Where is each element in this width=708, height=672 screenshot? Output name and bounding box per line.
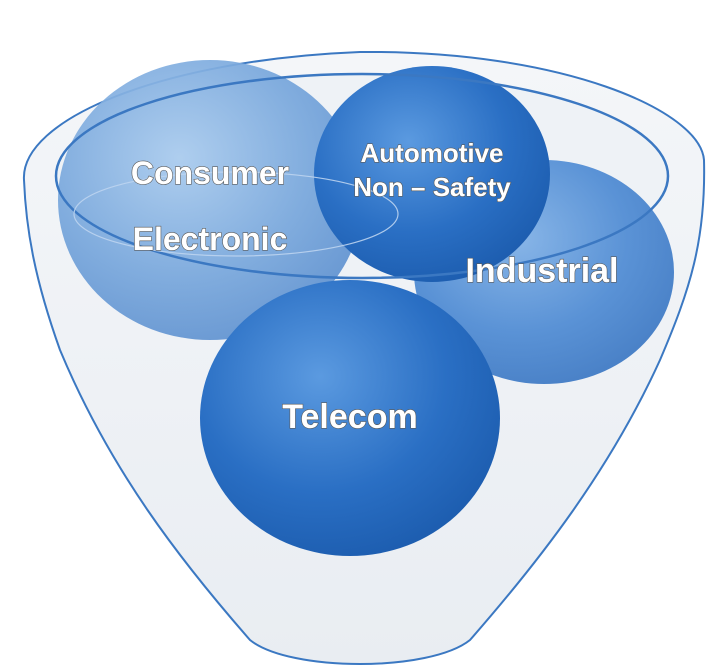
telecom-bubble — [200, 280, 500, 556]
funnel-front-rim — [54, 72, 670, 280]
automotive-label-line2: Non – Safety — [353, 172, 511, 202]
consumer-label-line1: Consumer — [131, 155, 289, 191]
consumer-label-line2: Electronic — [133, 221, 288, 257]
industrial-label: Industrial — [465, 252, 618, 290]
automotive-bubble — [314, 66, 550, 282]
telecom-label: Telecom — [282, 398, 417, 436]
consumer-electronic-bubble — [58, 60, 362, 340]
automotive-label-line1: Automotive — [361, 138, 504, 168]
decorative-ellipse — [73, 171, 399, 257]
